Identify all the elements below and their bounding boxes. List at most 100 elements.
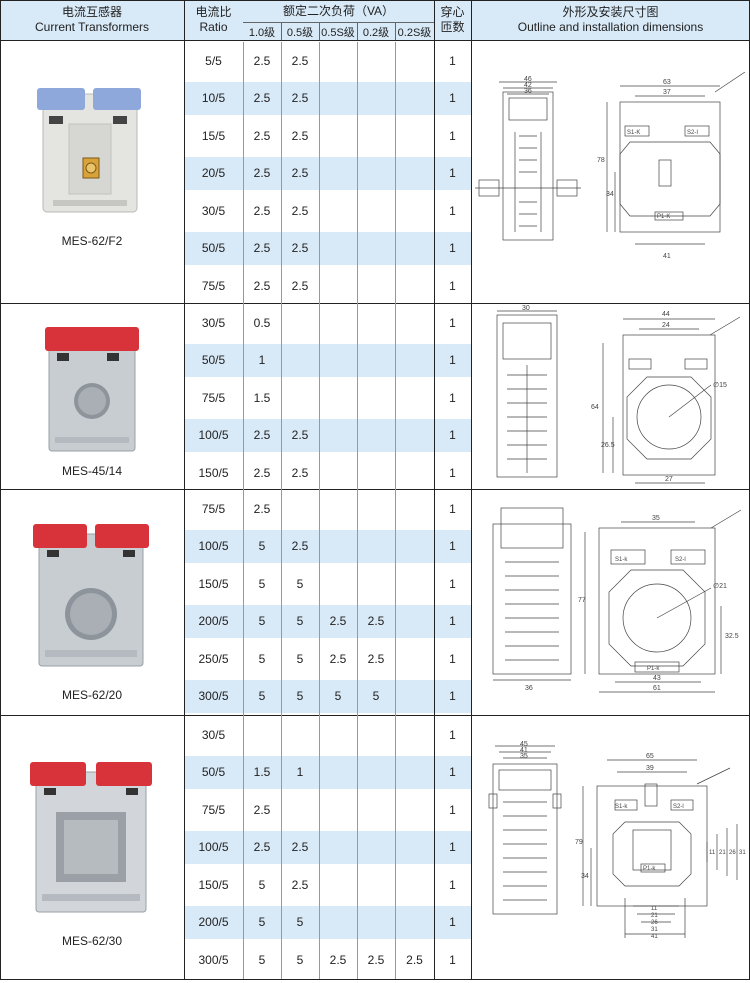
turns-cell: 1 bbox=[449, 765, 456, 780]
dim-text: 11 bbox=[651, 906, 658, 912]
burden-0-2-cell bbox=[357, 230, 395, 268]
burden-0-2-cell bbox=[357, 454, 395, 492]
burden-0-2s-cell bbox=[395, 754, 434, 792]
turns-cell: 1 bbox=[449, 539, 456, 554]
table-border bbox=[0, 979, 750, 980]
burden-0-2-cell bbox=[357, 117, 395, 155]
model-label: MES-62/30 bbox=[61, 934, 123, 948]
dim-text: 34 bbox=[581, 873, 589, 880]
front-view bbox=[584, 509, 742, 693]
dim-text: 36 bbox=[524, 88, 532, 95]
burden-0-2-cell bbox=[357, 267, 395, 305]
burden-0-2-cell bbox=[357, 490, 395, 528]
turns-cell: 1 bbox=[449, 651, 456, 666]
burden-0-2s-cell bbox=[395, 417, 434, 455]
group-divider bbox=[0, 303, 750, 304]
dim-text: 27 bbox=[665, 476, 673, 483]
burden-0-5-cell: 2.5 bbox=[291, 53, 309, 68]
front-view bbox=[606, 72, 746, 245]
terminal-label: S2-l bbox=[673, 804, 684, 810]
burden-1-0-cell: 5 bbox=[258, 614, 266, 629]
col-ratio: 电流比 Ratio bbox=[195, 5, 232, 34]
row-band bbox=[184, 679, 471, 713]
burden-0-5-cell: 5 bbox=[296, 614, 304, 629]
turns-cell: 1 bbox=[449, 877, 456, 892]
burden-0-5s-cell bbox=[319, 80, 357, 118]
dim-text: 78 bbox=[597, 157, 605, 164]
burden-0-2s-cell bbox=[395, 678, 434, 716]
ratio-cell: 50/5 bbox=[201, 765, 226, 780]
burden-0-5s-cell bbox=[319, 192, 357, 230]
dim-text: 26 bbox=[729, 850, 736, 856]
burden-1-0-cell: 0.5 bbox=[253, 315, 271, 330]
burden-0-2s-cell bbox=[395, 117, 434, 155]
row-band bbox=[184, 529, 471, 563]
ratio-cell: 75/5 bbox=[201, 278, 226, 293]
dim-text: 34 bbox=[606, 191, 614, 198]
grade-0-5s: 0.5S级 bbox=[321, 26, 355, 39]
ratio-cell: 20/5 bbox=[201, 166, 226, 181]
dim-text: 35 bbox=[520, 753, 528, 760]
dim-text: 26.5 bbox=[601, 442, 615, 449]
ratio-cell: 200/5 bbox=[198, 614, 229, 629]
ratio-cell: 75/5 bbox=[201, 501, 226, 516]
dimension-drawing-mes-62-20: 36 35 77 32.5 43 61 ∅21 S1-k S2-l P bbox=[492, 507, 742, 693]
turns-cell: 1 bbox=[449, 428, 456, 443]
burden-0-5-cell: 2.5 bbox=[291, 91, 309, 106]
turns-cell: 1 bbox=[449, 128, 456, 143]
burden-0-2s-cell bbox=[395, 490, 434, 528]
burden-0-2s-cell bbox=[395, 528, 434, 566]
burden-0-5s-cell bbox=[319, 42, 357, 80]
dim-text: 37 bbox=[663, 89, 671, 96]
ratio-cell: 30/5 bbox=[201, 315, 226, 330]
dim-text: 44 bbox=[662, 311, 670, 318]
burden-0-2s-cell bbox=[395, 640, 434, 678]
turns-cell: 1 bbox=[449, 53, 456, 68]
col-turns: 穿心 匝数 bbox=[440, 5, 465, 34]
burden-0-5s-cell bbox=[319, 716, 357, 754]
burden-0-5-cell bbox=[281, 304, 319, 342]
subheader-divider bbox=[395, 22, 396, 40]
burden-0-2-cell bbox=[357, 379, 395, 417]
turns-cell: 1 bbox=[449, 840, 456, 855]
burden-0-5s-cell: 5 bbox=[334, 689, 342, 704]
column-divider bbox=[471, 0, 472, 979]
turns-cell: 1 bbox=[449, 241, 456, 256]
ratio-cell: 75/5 bbox=[201, 802, 226, 817]
burden-1-0-cell: 5 bbox=[258, 877, 266, 892]
row-band bbox=[184, 604, 471, 638]
burden-0-2-cell: 5 bbox=[372, 689, 380, 704]
burden-0-2s-cell bbox=[395, 791, 434, 829]
column-divider bbox=[357, 42, 358, 979]
burden-0-2s-cell bbox=[395, 454, 434, 492]
burden-1-0-cell: 2.5 bbox=[253, 501, 271, 516]
side-view bbox=[475, 81, 581, 241]
product-photo-mes-45-14 bbox=[45, 327, 139, 452]
column-divider bbox=[281, 42, 282, 979]
model-label: MES-62/F2 bbox=[61, 234, 123, 248]
side-view bbox=[492, 507, 572, 681]
turns-cell: 1 bbox=[449, 952, 456, 967]
model-label: MES-62/20 bbox=[61, 688, 123, 702]
burden-0-2s-cell bbox=[395, 379, 434, 417]
grade-0-2: 0.2级 bbox=[362, 26, 390, 39]
terminal-label: S1-k bbox=[615, 804, 628, 810]
turns-cell: 1 bbox=[449, 353, 456, 368]
ratio-cell: 150/5 bbox=[198, 576, 229, 591]
burden-0-5-cell: 5 bbox=[296, 952, 304, 967]
ratio-cell: 300/5 bbox=[198, 689, 229, 704]
burden-1-0-cell: 5 bbox=[258, 952, 266, 967]
dim-text: 32.5 bbox=[725, 633, 739, 640]
dim-text: 79 bbox=[575, 839, 583, 846]
subheader-divider bbox=[319, 22, 320, 40]
burden-0-2s-cell: 2.5 bbox=[406, 952, 423, 967]
row-band bbox=[184, 905, 471, 939]
side-view bbox=[488, 745, 562, 915]
column-divider bbox=[184, 0, 185, 979]
burden-0-2-cell bbox=[357, 829, 395, 867]
dim-text: 77 bbox=[578, 597, 586, 604]
burden-0-2s-cell bbox=[395, 904, 434, 942]
dim-text: 31 bbox=[739, 850, 746, 856]
dim-text: 39 bbox=[646, 765, 654, 772]
burden-0-2s-cell bbox=[395, 829, 434, 867]
